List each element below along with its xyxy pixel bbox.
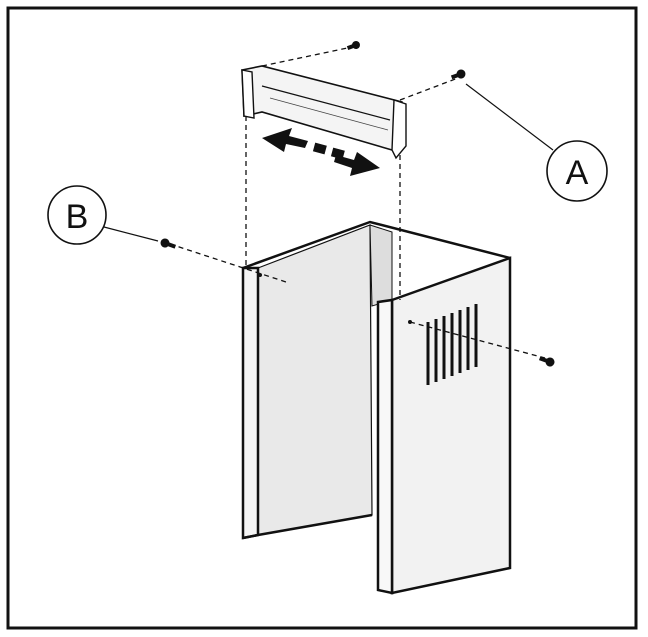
cover-right-face bbox=[390, 256, 512, 595]
screw-hole-left bbox=[258, 273, 262, 277]
cover-right-flange bbox=[376, 298, 394, 595]
callout-b: B bbox=[47, 185, 159, 245]
callout-a-circle bbox=[546, 140, 608, 202]
cover-inner-back bbox=[257, 224, 373, 536]
bracket-rib bbox=[261, 85, 391, 121]
cover-left-face bbox=[241, 266, 260, 540]
double-arrow-icon bbox=[262, 128, 380, 176]
cover-inner-side bbox=[369, 224, 393, 307]
chimney-cover bbox=[241, 220, 512, 595]
callout-a-label: A bbox=[566, 154, 589, 192]
callout-b-circle bbox=[47, 185, 107, 245]
bracket-flange-right bbox=[391, 99, 407, 160]
bracket-flange-left bbox=[241, 69, 255, 119]
guide-lines bbox=[169, 46, 546, 359]
callout-b-label: B bbox=[66, 198, 89, 236]
bracket-rib-2 bbox=[269, 97, 389, 131]
frame-border bbox=[6, 6, 638, 630]
cover-bottom-left bbox=[242, 513, 373, 540]
screw-icon bbox=[160, 41, 555, 367]
mounting-bracket bbox=[241, 65, 407, 160]
callout-a-leader bbox=[465, 83, 554, 151]
callout-b-leader bbox=[103, 226, 159, 242]
cover-top-edge bbox=[242, 220, 511, 270]
callout-a: A bbox=[465, 83, 608, 202]
